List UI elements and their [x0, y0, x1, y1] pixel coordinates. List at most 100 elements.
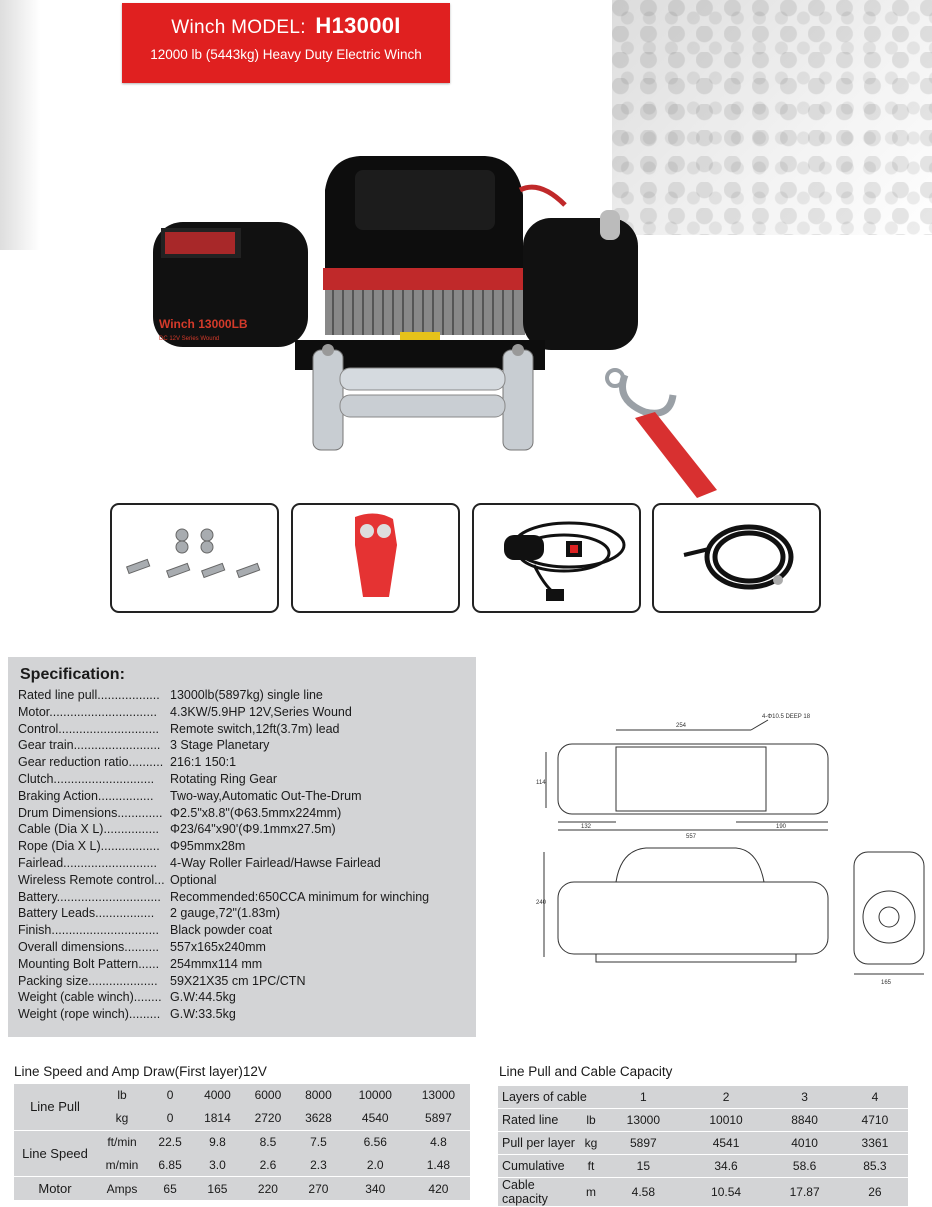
- table-cell: 34.6: [684, 1154, 768, 1178]
- spec-row: Battery.............................. Rec…: [18, 889, 473, 906]
- spec-value: 4-Way Roller Fairlead/Hawse Fairlead: [170, 855, 381, 870]
- rated-label-2: Pull per layer: [498, 1131, 580, 1155]
- spec-row: Clutch.............................Rotat…: [18, 771, 473, 788]
- table-row: m/min 6.85 3.0 2.6 2.3 2.0 1.48: [14, 1153, 470, 1178]
- spec-value: Φ23/64"x90'(Φ9.1mmx27.5m): [170, 822, 336, 837]
- accessory-cable-thumb: [652, 503, 821, 613]
- table-cell: 2720: [242, 1106, 294, 1131]
- winch-product-image: Winch 13000LB DC 12V Series Wound: [153, 156, 717, 498]
- capacity-table-title: Line Pull and Cable Capacity: [499, 1064, 673, 1079]
- spec-row: Rated line pull.................. 13000lb…: [18, 687, 473, 704]
- spec-row: Battery Leads.................2 gauge,72…: [18, 905, 473, 922]
- table-cell: 58.6: [767, 1154, 842, 1178]
- spec-label: Gear reduction ratio..........: [18, 755, 164, 770]
- table-cell: 270: [308, 1181, 329, 1196]
- spec-row: Control.............................Remo…: [18, 721, 473, 738]
- spec-label: Control.............................: [18, 721, 160, 736]
- spec-value: Recommended:650CCA minimum for winching: [170, 889, 430, 904]
- spec-value: G.W:44.5kg: [170, 990, 236, 1005]
- table-cell: 65: [163, 1181, 177, 1196]
- table-cell: 4541: [684, 1131, 768, 1155]
- spec-label: Rated line pull..................: [18, 688, 160, 702]
- table-cell: 1814: [192, 1106, 243, 1131]
- unit-cell: ft/min: [107, 1134, 137, 1149]
- table-cell: 6.85: [148, 1153, 193, 1178]
- spec-label: Motor...............................: [18, 704, 157, 719]
- dim-top-width: 254: [676, 723, 687, 729]
- unit-cell: kg: [580, 1131, 602, 1155]
- spec-row: Weight (rope winch).........G.W:33.5kg: [18, 1006, 473, 1023]
- table-cell: 8840: [767, 1108, 842, 1132]
- spec-row: Gear train.........................3 Sta…: [18, 737, 473, 754]
- unit-cell: lb: [580, 1108, 602, 1132]
- table-row: Cable capacity m 4.58 10.54 17.87 26: [498, 1177, 908, 1207]
- table-cell: 165: [207, 1181, 228, 1196]
- spec-value: 13000lb(5897kg) single line: [170, 688, 323, 702]
- spec-label: Packing size....................: [18, 973, 158, 988]
- spec-label: Weight (rope winch).........: [18, 1007, 161, 1022]
- table-cell: 3361: [841, 1131, 908, 1155]
- table-cell: 13000: [421, 1088, 456, 1103]
- accessory-wired-remote-thumb: [472, 503, 641, 613]
- spec-row: Weight (cable winch)........ G.W:44.5kg: [18, 989, 473, 1006]
- dim-left-seg: 132: [581, 824, 592, 830]
- header-cell: 2: [684, 1086, 768, 1109]
- table-cell: 15: [602, 1154, 685, 1178]
- table-cell: 0: [148, 1106, 193, 1131]
- table-cell: 4710: [841, 1108, 908, 1132]
- table-row: Line Pull lb 0 4000 6000 8000 10000 1300…: [14, 1084, 470, 1131]
- table-cell: 4.8: [430, 1134, 447, 1149]
- unit-cell: Amps: [106, 1181, 138, 1196]
- table-cell: 10000: [358, 1088, 392, 1103]
- dim-bolt: 4-Φ10.5 DEEP 18: [762, 714, 811, 720]
- spec-row: Fairlead........................... 4-Way…: [18, 855, 473, 872]
- spec-label: Fairlead...........................: [18, 855, 157, 870]
- specification-title: Specification:: [20, 666, 125, 683]
- dim-right-seg: 190: [776, 824, 787, 830]
- table-cell: 5897: [602, 1131, 685, 1155]
- model-subtitle: 12000 lb (5443kg) Heavy Duty Electric Wi…: [150, 47, 422, 62]
- table-row: Layers of cable 1 2 3 4: [498, 1086, 908, 1109]
- spec-label: Rope (Dia X L).................: [18, 839, 160, 854]
- spec-row: Wireless Remote control... Optional: [18, 872, 473, 889]
- unit-cell: m: [580, 1177, 602, 1207]
- spec-row: Overall dimensions..........557x165x240m…: [18, 939, 473, 956]
- table-cell: 420: [428, 1181, 449, 1196]
- table-row: Line Speed ft/min 22.5 9.8 8.5 7.5 6.56 …: [14, 1130, 470, 1178]
- table-cell: 6000: [254, 1088, 282, 1103]
- winch-label-sub: DC 12V Series Wound: [159, 336, 219, 342]
- spec-value: 254mmx114 mm: [170, 956, 263, 971]
- table-row: Motor Amps 65 165 220 270 340 420: [14, 1177, 470, 1200]
- table-cell: 340: [365, 1181, 386, 1196]
- table-cell: 10.54: [684, 1177, 768, 1207]
- table-row: Pull per layer kg 5897 4541 4010 3361: [498, 1131, 908, 1155]
- spec-value: 2 gauge,72"(1.83m): [170, 906, 281, 921]
- table-cell: 85.3: [841, 1154, 908, 1178]
- spec-value: 4.3KW/5.9HP 12V,Series Wound: [170, 704, 352, 719]
- spec-label: Battery..............................: [18, 889, 161, 904]
- table-row: Cumulative ft 15 34.6 58.6 85.3: [498, 1154, 908, 1178]
- bolts-icon: [125, 528, 261, 579]
- spec-value: Optional: [170, 872, 217, 887]
- table-cell: 7.5: [310, 1134, 327, 1149]
- spec-label: Overall dimensions..........: [18, 939, 160, 954]
- spec-label: Wireless Remote control...: [18, 872, 165, 887]
- table-cell: 4.58: [602, 1177, 685, 1207]
- table-cell: 4540: [343, 1106, 407, 1131]
- spec-value: Φ2.5"x8.8"(Φ63.5mmx224mm): [170, 805, 342, 820]
- line-speed-table-title: Line Speed and Amp Draw(First layer)12V: [14, 1064, 267, 1079]
- header-cell: 1: [602, 1086, 685, 1109]
- unit-cell: ft: [580, 1154, 602, 1178]
- spec-label: Weight (cable winch)........: [18, 990, 162, 1005]
- table-cell: 4000: [204, 1088, 231, 1103]
- spec-value: Rotating Ring Gear: [170, 771, 278, 786]
- line-speed-table: Line Pull lb 0 4000 6000 8000 10000 1300…: [14, 1084, 470, 1200]
- specification-panel: Specification: Rated line pull..........…: [8, 657, 476, 1037]
- cable-capacity-label: Cable capacity: [498, 1177, 580, 1207]
- spec-row: Rope (Dia X L).................Φ95mmx28m: [18, 838, 473, 855]
- table-cell: 3628: [293, 1106, 344, 1131]
- unit-cell: m/min: [96, 1153, 148, 1178]
- table-cell: 6.56: [363, 1134, 387, 1149]
- table-cell: 2.3: [293, 1153, 344, 1178]
- table-row: Rated line lb 13000 10010 8840 4710: [498, 1108, 908, 1132]
